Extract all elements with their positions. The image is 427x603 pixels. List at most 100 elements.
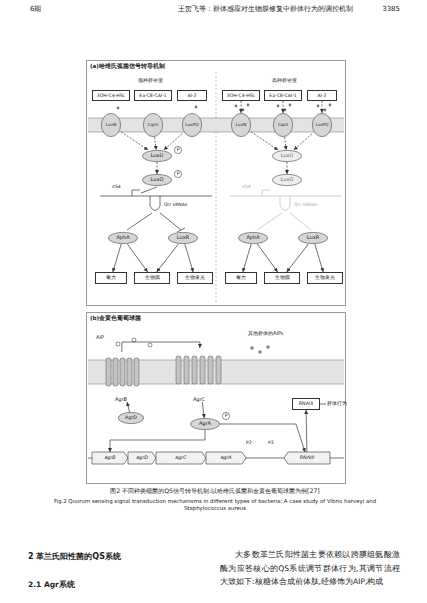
node-text: agrD (136, 455, 148, 460)
transmembrane-helix (106, 356, 221, 386)
node-text: AgrB (115, 397, 127, 403)
connector-arrow (243, 244, 251, 272)
shape-fill (312, 113, 331, 136)
shape-fill (206, 452, 246, 464)
node-text: 生物膜 (145, 275, 160, 281)
dna-strand (132, 190, 140, 196)
dna-strand (177, 228, 185, 232)
node-text: LuxR (307, 235, 319, 241)
node-text: agrB (104, 455, 115, 460)
body-paragraph: 大多数革兰氏阳性菌主要依赖以跨膜组氨酸激酶为应答核心的QS系统调节群体行为,其调… (220, 548, 400, 589)
protein-oval: LuxO (272, 174, 302, 186)
signal-molecule (277, 105, 280, 108)
cell-membrane (88, 384, 344, 385)
protein-oval: LuxR (168, 232, 198, 244)
process-box: 3OH-C4-HSL (92, 90, 130, 101)
node-text: AgrA (199, 421, 211, 427)
node-text: P (177, 148, 180, 153)
section-heading: 2 革兰氏阳性菌的QS系统 (28, 552, 208, 562)
panel-frame: 3OH-C4-HSL Ea-C8-CAI-1 AI-2 3OH-C4-HSL Ea-C8… (86, 60, 346, 306)
signal-molecule (195, 106, 198, 109)
node-text: RNAIII (299, 401, 313, 406)
node-text: LuxN (106, 123, 117, 128)
connector-arrow (241, 101, 242, 113)
node-text: agrC (175, 455, 186, 460)
figure-caption: 图2 不同种类细菌的QS信号转导机制:以哈维氏弧菌和金黄色葡萄球菌为例[27] (40, 487, 390, 495)
shape-fill (222, 412, 229, 419)
node-text: LuxPQ (315, 123, 328, 128)
signal-molecule (247, 104, 250, 107)
transmembrane-helix (208, 356, 213, 384)
aip-peptide (116, 338, 152, 347)
dna-strand (160, 213, 181, 230)
panel-frame: AgrBAgrCAgrDAgrAPRNAIIIagrBagrDagrCagrAR… (86, 312, 346, 484)
protein-oval: AgrA (190, 418, 220, 430)
node-text: AgrD (125, 415, 137, 420)
other-aip (258, 350, 262, 354)
connector-arrow (285, 137, 287, 150)
cell-membrane (88, 118, 344, 384)
process-box: AI-2 (307, 90, 337, 101)
shape-fill (272, 174, 301, 185)
shape-fill (142, 150, 171, 161)
connector-arrow (287, 244, 309, 272)
shape-fill (190, 418, 219, 429)
node-text: LuxN (236, 123, 247, 128)
connector-arrow (294, 134, 312, 150)
connector-arrow (185, 244, 193, 272)
connector-arrow (251, 132, 278, 150)
signal-molecule (117, 107, 120, 110)
connector-arrow (220, 424, 305, 452)
aip-peptide (148, 343, 152, 347)
node-text: 毒力 (106, 275, 116, 281)
connector-arrow (157, 244, 179, 272)
other-aip (266, 345, 270, 349)
shape-fill (156, 452, 206, 464)
inactive-dna-strand (262, 190, 270, 196)
connector-arrow (155, 137, 157, 150)
node-text: 毒力 (236, 275, 246, 281)
membrane-protein: AgrC (168, 348, 230, 402)
section-heading: 2.1 Agr系统 (28, 580, 148, 589)
transmembrane-helix (134, 358, 139, 386)
node-text: P (225, 414, 228, 419)
process-box: 生物发光 (177, 272, 213, 284)
dna-strand (150, 196, 160, 211)
transmembrane-helix (184, 356, 189, 384)
node-text: RNAIII (300, 455, 314, 460)
process-box: Ea-C8-CAI-1 (134, 90, 172, 101)
shape-fill (273, 113, 292, 136)
phosphate-circle: P (222, 412, 230, 420)
annotation-label: 6期 (30, 5, 70, 14)
process-box: 3OH-C4-HSL (222, 90, 260, 101)
aip-peptide (116, 342, 120, 346)
annotation-label: AIP (96, 334, 116, 340)
annotation-label: Fig.2 Quorum sensing signal transduction… (44, 498, 386, 512)
other-aip (250, 345, 270, 354)
node-text: Ea-C8-CAI-1 (139, 93, 166, 98)
process-box: 毒力 (225, 272, 257, 284)
inactive-dna-strand (230, 190, 342, 230)
annotation-label: Qrr sRNAs (294, 202, 334, 208)
signal-molecule (317, 105, 320, 108)
process-box: RNAIII (292, 398, 320, 410)
connector-arrow (122, 342, 200, 352)
node-text: LuxU (151, 153, 164, 159)
node-text: LuxU (281, 153, 294, 159)
protein-oval: AphA (108, 232, 138, 244)
process-box: Ea-C8-CAI-1 (264, 90, 302, 101)
phosphate-circle: P (174, 170, 182, 178)
connector-arrow (157, 162, 158, 174)
cell-membrane (88, 118, 344, 119)
annotation-label: 群体行为 (327, 401, 347, 407)
cell-membrane (88, 118, 344, 132)
node-text: LuxO (281, 177, 294, 183)
shape-fill (118, 412, 143, 423)
other-aip (250, 346, 254, 350)
signal-molecule (235, 105, 238, 108)
signal-molecule (117, 104, 332, 112)
dna-strand (141, 187, 157, 193)
inactive-dna-strand (230, 196, 342, 197)
